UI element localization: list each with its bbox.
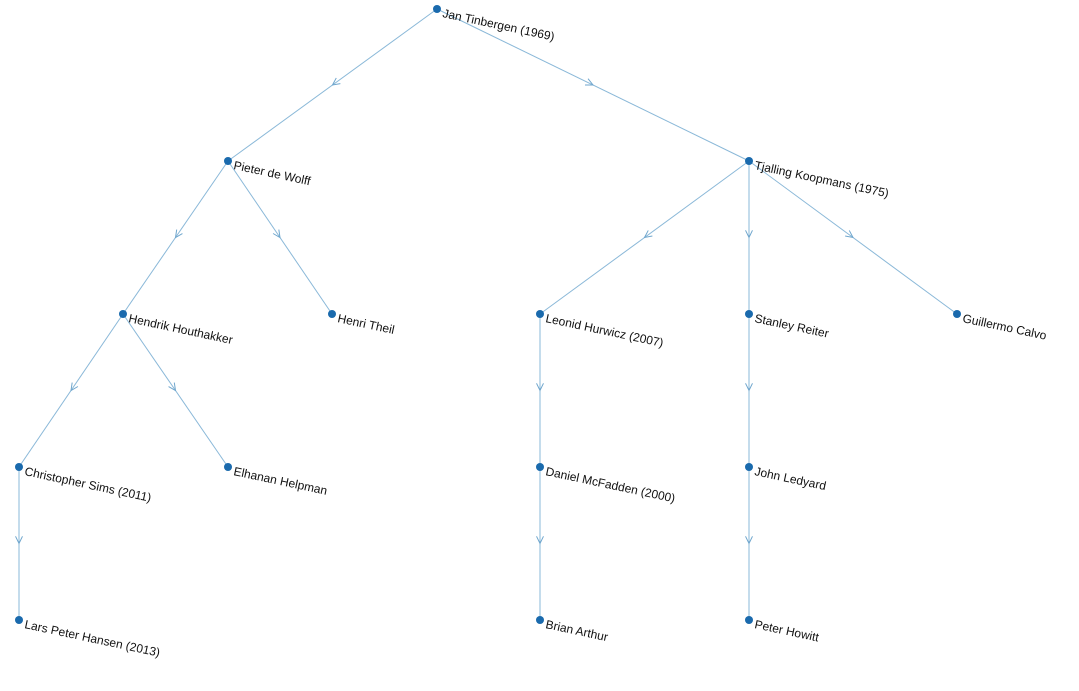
node-dot [953, 310, 961, 318]
node-label: John Ledyard [753, 464, 827, 493]
node-label: Pieter de Wolff [232, 158, 312, 188]
arrow-icon [584, 78, 595, 86]
node-label: Elhanan Helpman [232, 464, 328, 498]
node-dot [15, 463, 23, 471]
node-calvo: Guillermo Calvo [953, 310, 1048, 343]
node-howitt: Peter Howitt [745, 616, 821, 645]
node-label: Stanley Reiter [753, 311, 830, 340]
arrow-icon [745, 230, 753, 239]
node-dot [536, 310, 544, 318]
node-dot [536, 616, 544, 624]
node-ledyard: John Ledyard [745, 463, 827, 493]
node-helpman: Elhanan Helpman [224, 463, 329, 498]
node-label: Jan Tinbergen (1969) [441, 6, 555, 43]
node-hansen: Lars Peter Hansen (2013) [15, 616, 161, 660]
nodes-layer: Jan Tinbergen (1969) Pieter de Wolff Tjall… [15, 5, 1048, 660]
node-tinbergen: Jan Tinbergen (1969) [433, 5, 556, 44]
node-label: Daniel McFadden (2000) [544, 464, 676, 505]
node-dot [328, 310, 336, 318]
node-houthakker: Hendrik Houthakker [119, 310, 234, 347]
arrow-icon [643, 230, 653, 239]
node-dot [119, 310, 127, 318]
arrow-icon [745, 383, 753, 392]
node-sims: Christopher Sims (2011) [15, 463, 153, 505]
arrow-icon [70, 382, 79, 392]
arrow-icon [272, 229, 281, 239]
node-dot [224, 463, 232, 471]
node-arthur: Brian Arthur [536, 616, 609, 644]
arrow-icon [174, 229, 183, 239]
node-dot [745, 463, 753, 471]
node-label: Henri Theil [336, 311, 395, 337]
arrow-icon [536, 536, 544, 545]
node-dot [224, 157, 232, 165]
node-label: Guillermo Calvo [961, 311, 1048, 343]
edges-layer [15, 8, 958, 620]
arrow-icon [745, 536, 753, 545]
node-koopmans: Tjalling Koopmans (1975) [745, 157, 890, 200]
node-mcfadden: Daniel McFadden (2000) [536, 463, 676, 505]
node-dot [745, 157, 753, 165]
node-dot [536, 463, 544, 471]
arrow-icon [331, 77, 341, 86]
node-label: Christopher Sims (2011) [23, 464, 152, 505]
node-hurwicz: Leonid Hurwicz (2007) [536, 310, 665, 350]
node-label: Brian Arthur [544, 617, 609, 644]
node-dot [745, 310, 753, 318]
node-label: Hendrik Houthakker [127, 311, 234, 347]
node-dot [15, 616, 23, 624]
node-dot [433, 5, 441, 13]
node-dot [745, 616, 753, 624]
node-label: Peter Howitt [753, 617, 820, 644]
arrow-icon [15, 536, 23, 545]
node-wolff: Pieter de Wolff [224, 157, 312, 188]
arrow-icon [168, 382, 177, 392]
node-reiter: Stanley Reiter [745, 310, 830, 341]
arrow-icon [536, 383, 544, 392]
arrow-icon [845, 230, 854, 239]
node-label: Leonid Hurwicz (2007) [544, 311, 664, 350]
node-theil: Henri Theil [328, 310, 396, 337]
node-label: Lars Peter Hansen (2013) [23, 617, 161, 659]
